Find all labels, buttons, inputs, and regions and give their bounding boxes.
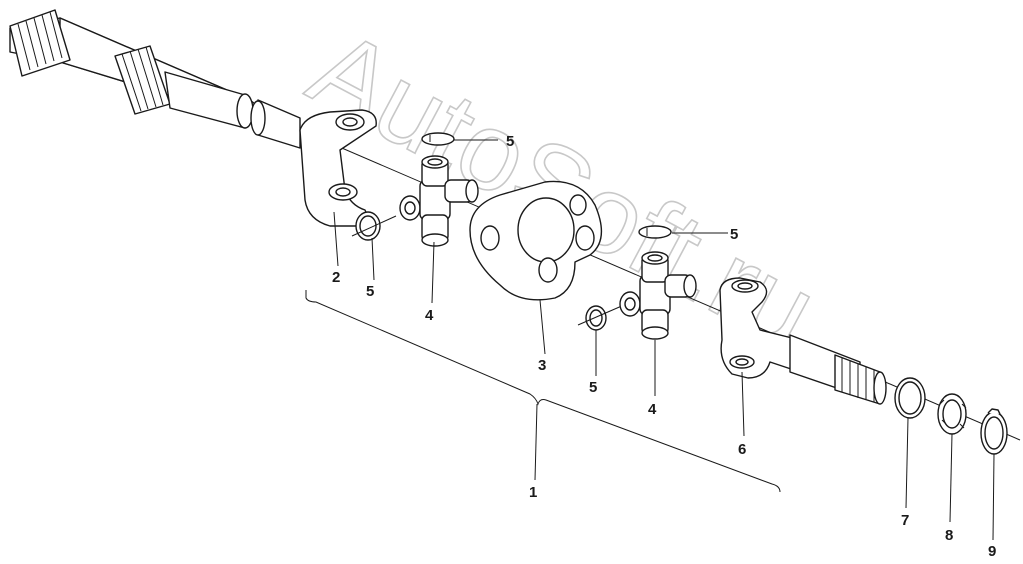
assembly-bracket: [305, 290, 781, 493]
universal-joint-cross-left: [399, 155, 479, 247]
splined-shaft: [9, 9, 301, 149]
callout-5-top-right: 5: [730, 226, 738, 243]
callout-2: 2: [332, 269, 340, 286]
callout-3: 3: [538, 357, 546, 374]
circlip-9: [980, 408, 1008, 455]
snap-ring-top-left: [421, 132, 455, 146]
callout-5-top-left: 5: [506, 133, 514, 150]
universal-joint-cross-right: [619, 251, 697, 340]
lock-washer-8: [937, 393, 967, 435]
callout-5-centre: 5: [589, 379, 597, 396]
callout-4-right: 4: [648, 401, 657, 418]
snap-ring-left: [351, 211, 397, 241]
output-shaft: [789, 334, 887, 405]
callout-7: 7: [901, 512, 909, 529]
yoke-left: [299, 109, 377, 227]
callout-8: 8: [945, 527, 953, 544]
snap-ring-centre: [577, 304, 625, 331]
callout-labels: 1 2 3 4 4 5 5 5 5 6 7 8 9: [332, 133, 996, 560]
callout-9: 9: [988, 543, 996, 560]
washer-7: [894, 377, 926, 419]
leader-lines: [333, 139, 995, 541]
callout-5-left: 5: [366, 283, 374, 300]
callout-6: 6: [738, 441, 746, 458]
callout-1: 1: [529, 484, 537, 501]
callout-4-left: 4: [425, 307, 434, 324]
centre-flange: [469, 180, 603, 301]
snap-ring-top-right: [638, 225, 672, 239]
